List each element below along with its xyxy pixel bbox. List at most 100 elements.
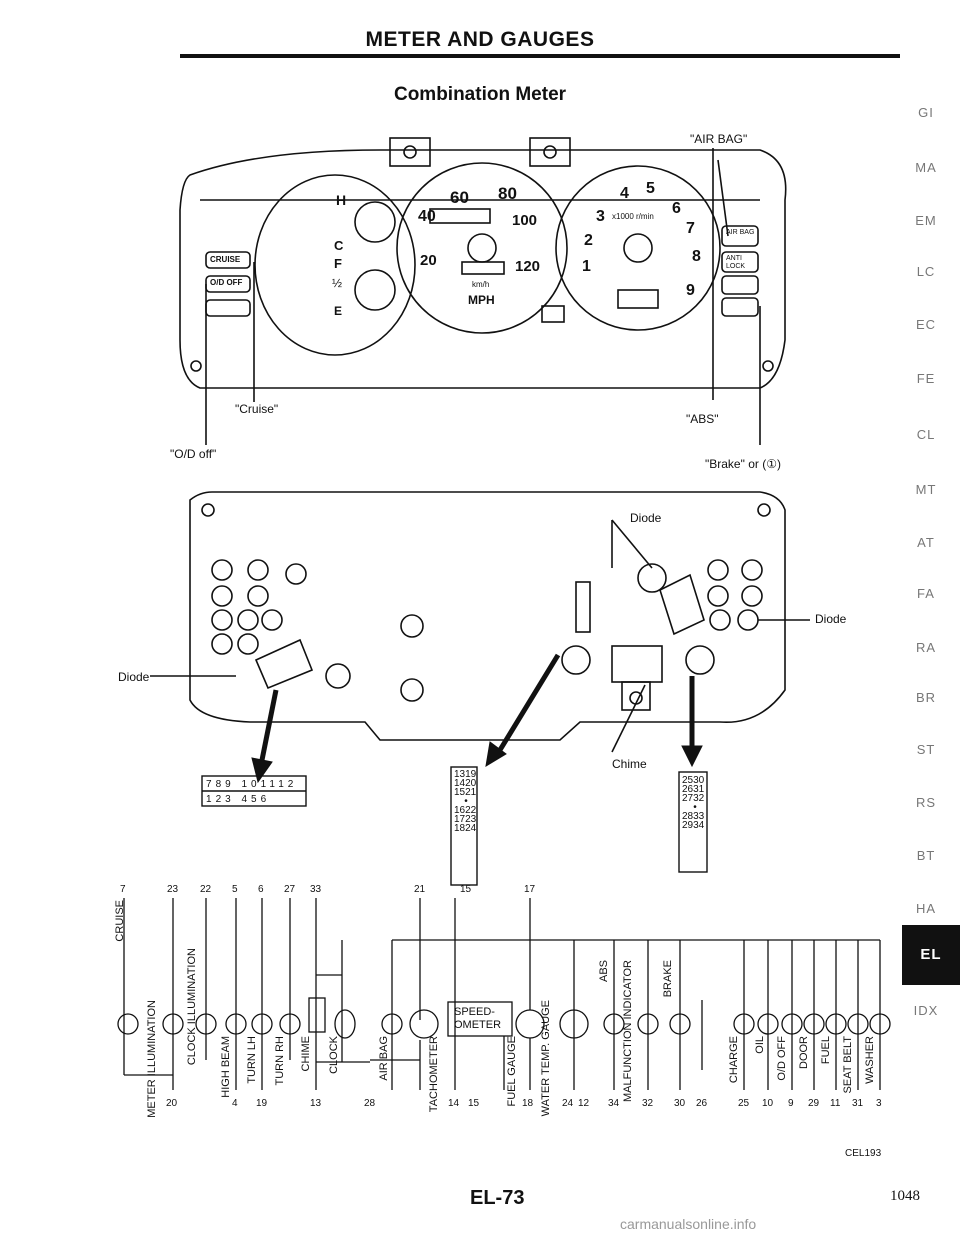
watermark: carmanualsonline.info [620,1216,757,1232]
tab-el[interactable]: EL [902,925,960,985]
callout-diode-left: Diode [118,670,150,684]
label-oil: OIL [754,1036,766,1054]
connector-left-bottom: 123 456 [206,794,271,805]
tab-em[interactable]: EM [915,213,937,228]
temp-c: C [334,238,344,253]
bottom-pin-25: 25 [738,1098,750,1109]
tach-5: 5 [646,180,655,197]
label-brake: BRAKE [662,960,674,998]
label-tachometer: TACHOMETER [428,1036,440,1113]
speed-60: 60 [450,188,469,207]
tach-unit: x1000 r/min [612,212,654,221]
bottom-pin-10: 10 [762,1098,774,1109]
top-pin-22: 22 [200,884,212,895]
tab-fa[interactable]: FA [917,586,935,601]
top-pin-5: 5 [232,884,238,895]
tab-rs[interactable]: RS [915,795,937,810]
bottom-pin-12: 12 [578,1098,590,1109]
tab-bt[interactable]: BT [916,848,936,863]
label-washer: WASHER [864,1036,876,1084]
label-air-bag: AIR BAG [378,1036,390,1081]
label-meter-illumination: METER ILLUMINATION [146,1000,158,1118]
speedometer-box: SPEED- OMETER [454,1006,502,1031]
tach-3: 3 [596,208,605,225]
bottom-pin-20: 20 [166,1098,178,1109]
top-pin-33: 33 [310,884,322,895]
label-fuel-gauge: FUEL GAUGE [506,1036,518,1107]
label-charge: CHARGE [728,1036,740,1084]
label-turn-rh: TURN RH [274,1036,286,1086]
top-pin-21: 21 [414,884,426,895]
bottom-pin-14: 14 [448,1098,460,1109]
callout-abs: "ABS" [686,412,719,426]
bottom-pin-11: 11 [830,1098,841,1109]
callout-brake: "Brake" or (①) [705,457,781,471]
tach-2: 2 [584,232,593,249]
tach-6: 6 [672,200,681,217]
tab-cl[interactable]: CL [916,427,936,442]
label-high-beam: HIGH BEAM [220,1036,232,1098]
callout-chime: Chime [612,757,647,771]
label-water-temp: WATER TEMP. GAUGE [540,1000,552,1117]
label-od-off: O/D OFF [776,1036,788,1081]
tab-st[interactable]: ST [916,742,936,757]
kmh-label: km/h [472,280,490,289]
page-title: METER AND GAUGES [365,28,595,51]
callout-cruise: "Cruise" [235,402,279,416]
bottom-pin-9: 9 [788,1098,794,1109]
bottom-pin-34: 34 [608,1098,620,1109]
label-abs: ABS [598,960,610,983]
speed-100: 100 [512,212,538,229]
fuel-f: F [334,256,342,271]
tab-ec[interactable]: EC [915,317,937,332]
fuel-half: ½ [332,276,343,290]
bottom-pin-19: 19 [256,1098,268,1109]
label-cruise: CRUISE [114,900,126,942]
speed-80: 80 [498,184,517,203]
tach-8: 8 [692,248,701,265]
tab-lc[interactable]: LC [916,264,936,279]
tach-1: 1 [582,258,591,275]
top-pin-27: 27 [284,884,296,895]
od-off-lamp: O/D OFF [210,278,243,287]
tab-gi[interactable]: GI [918,105,934,120]
title-rule [180,54,900,58]
connector-mid: 1319 1420 1521 • 1622 1723 1824 [454,769,477,834]
bottom-pin-28: 28 [364,1098,376,1109]
top-pin-23: 23 [167,884,179,895]
top-pin-17: 17 [524,884,536,895]
callout-diode-top: Diode [630,511,662,525]
tab-idx[interactable]: IDX [913,1003,939,1018]
speed-120: 120 [515,258,541,275]
speed-20: 20 [420,252,437,269]
callout-od-off: "O/D off" [170,447,217,461]
page-subtitle: Combination Meter [393,84,567,105]
tab-ra[interactable]: RA [915,640,937,655]
top-pin-7: 7 [120,884,126,895]
bottom-pin-32: 32 [642,1098,654,1109]
cruise-lamp: CRUISE [210,255,241,264]
top-pin-15: 15 [460,884,472,895]
tach-7: 7 [686,220,695,237]
label-clock-illumination: CLOCK ILLUMINATION [186,948,198,1066]
mph-label: MPH [468,293,495,307]
label-door: DOOR [798,1036,810,1069]
callout-air-bag: "AIR BAG" [690,132,748,146]
tab-fe[interactable]: FE [916,371,936,386]
tab-br[interactable]: BR [915,690,937,705]
bottom-pin-26: 26 [696,1098,708,1109]
top-pin-6: 6 [258,884,264,895]
bottom-pin-13: 13 [310,1098,322,1109]
tab-at[interactable]: AT [917,535,935,550]
bottom-pin-29: 29 [808,1098,820,1109]
bottom-pin-24: 24 [562,1098,574,1109]
label-clock: CLOCK [328,1036,340,1074]
tab-ma[interactable]: MA [915,160,937,175]
fuel-e: E [334,304,343,318]
tab-mt[interactable]: MT [915,482,937,497]
tab-ha[interactable]: HA [915,901,937,916]
air-bag-lamp: AIR BAG [726,229,755,236]
tach-9: 9 [686,282,695,299]
connector-right: 2530 2631 2732 • 2833 2934 [682,775,705,831]
